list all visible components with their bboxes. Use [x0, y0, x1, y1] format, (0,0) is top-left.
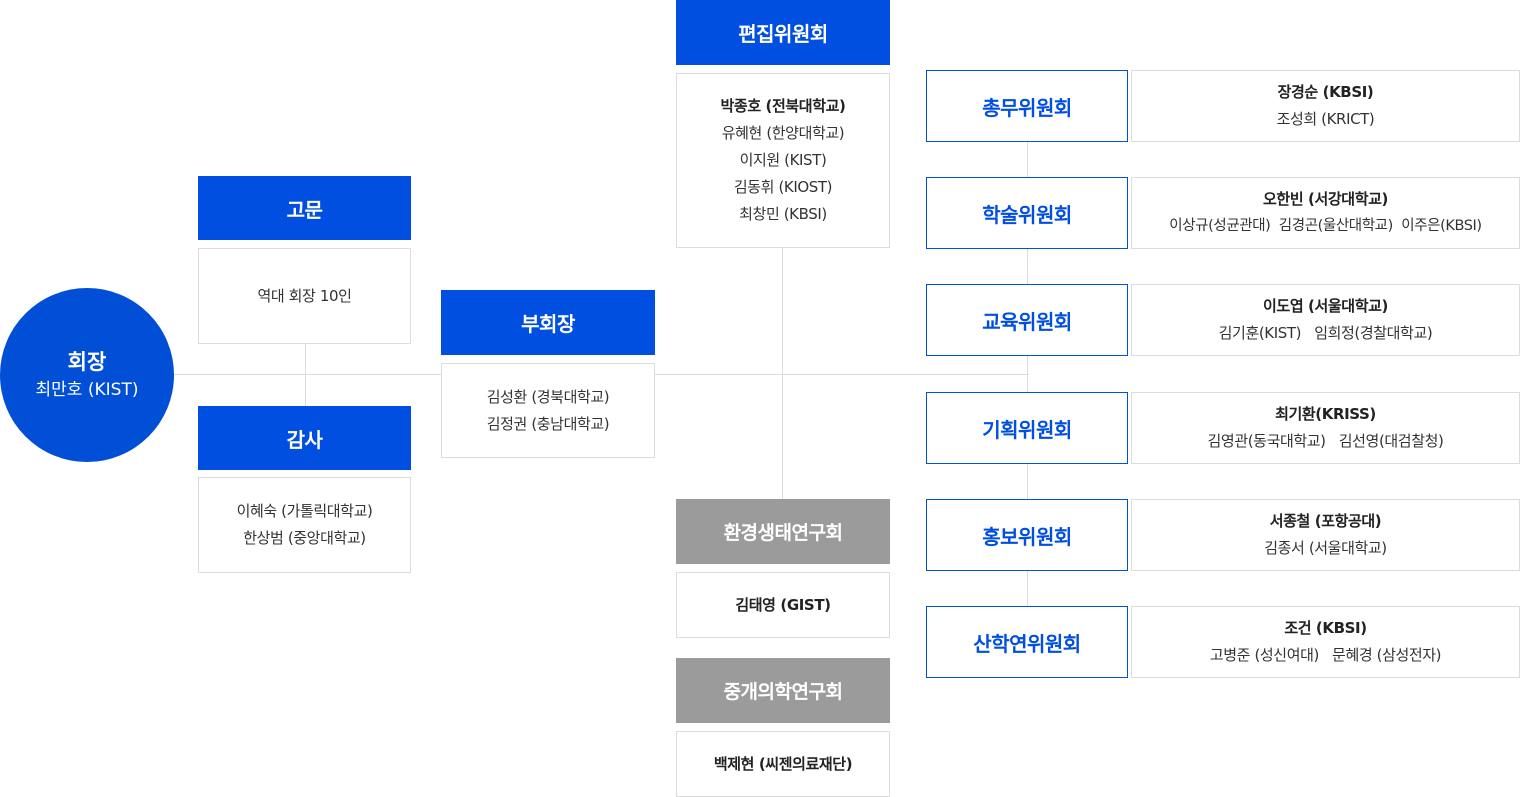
committee-title: 홍보위원회 — [982, 524, 1072, 549]
research-group-header-environment: 환경생태연구회 — [676, 499, 890, 564]
committee-lead: 최기환(KRISS) — [1275, 405, 1376, 423]
research-group-title: 중개의학연구회 — [723, 681, 843, 703]
editorial-member: 이지원 (KIST) — [739, 151, 827, 169]
committee-title: 학술위원회 — [982, 202, 1072, 227]
vice-president-member: 김정권 (충남대학교) — [486, 414, 610, 433]
committee-lead: 이도엽 (서울대학교) — [1263, 297, 1388, 315]
vice-president-title: 부회장 — [521, 312, 575, 336]
auditor-header: 감사 — [198, 406, 411, 470]
committee-title: 산학연위원회 — [973, 631, 1081, 656]
advisor-members: 역대 회장 10인 — [198, 248, 411, 344]
committee-member-line: 이상규(성균관대) 김경곤(울산대학교) 이주은(KBSI) — [1169, 218, 1482, 234]
president-title: 회장 — [67, 350, 107, 374]
committee-header-academic: 학술위원회 — [926, 177, 1128, 249]
committee-header-publicity: 홍보위원회 — [926, 499, 1128, 571]
advisor-title: 고문 — [286, 197, 323, 222]
committee-title: 교육위원회 — [982, 309, 1072, 334]
committee-header-education: 교육위원회 — [926, 284, 1128, 356]
committee-header-industry-academia: 산학연위원회 — [926, 606, 1128, 678]
committee-lead: 오한빈 (서강대학교) — [1263, 190, 1388, 208]
advisor-header: 고문 — [198, 176, 411, 240]
committee-lead: 조건 (KBSI) — [1284, 619, 1367, 637]
committee-lead: 서종철 (포항공대) — [1269, 512, 1382, 530]
editorial-header: 편집위원회 — [676, 0, 890, 65]
editorial-title: 편집위원회 — [738, 22, 828, 46]
committee-title: 총무위원회 — [982, 95, 1072, 120]
vice-president-members: 김성환 (경북대학교) 김정권 (충남대학교) — [441, 363, 655, 458]
editorial-lead: 박종호 (전북대학교) — [720, 97, 846, 115]
committee-members-planning: 최기환(KRISS) 김영관(동국대학교) 김선영(대검찰청) — [1131, 392, 1520, 464]
research-group-members-environment: 김태영 (GIST) — [676, 572, 890, 638]
connector-editorial-vertical — [782, 248, 783, 499]
editorial-member: 김동휘 (KIOST) — [733, 178, 833, 196]
committee-title: 기획위원회 — [982, 417, 1072, 442]
committee-header-general-affairs: 총무위원회 — [926, 70, 1128, 142]
president-node: 회장 최만호 (KIST) — [0, 288, 174, 462]
committee-header-planning: 기획위원회 — [926, 392, 1128, 464]
president-name: 최만호 (KIST) — [35, 380, 139, 400]
committee-members-general-affairs: 장경순 (KBSI) 조성희 (KRICT) — [1131, 70, 1520, 142]
connector-committee-vertical — [1027, 141, 1028, 608]
auditor-members: 이혜숙 (가톨릭대학교) 한상범 (중앙대학교) — [198, 477, 411, 573]
committee-member-line: 조성희 (KRICT) — [1276, 110, 1375, 128]
committee-members-industry-academia: 조건 (KBSI) 고병준 (성신여대) 문혜경 (삼성전자) — [1131, 606, 1520, 678]
editorial-member: 유혜현 (한양대학교) — [721, 124, 845, 142]
research-group-lead: 김태영 (GIST) — [735, 595, 831, 614]
committee-member-line: 고병준 (성신여대) 문혜경 (삼성전자) — [1209, 646, 1442, 664]
committee-members-academic: 오한빈 (서강대학교) 이상규(성균관대) 김경곤(울산대학교) 이주은(KBS… — [1131, 177, 1520, 249]
research-group-members-translational: 백제현 (씨젠의료재단) — [676, 731, 890, 797]
committee-member-line: 김영관(동국대학교) 김선영(대검찰청) — [1207, 432, 1444, 450]
committee-lead: 장경순 (KBSI) — [1277, 83, 1374, 101]
editorial-members: 박종호 (전북대학교) 유혜현 (한양대학교) 이지원 (KIST) 김동휘 (… — [676, 73, 890, 248]
research-group-lead: 백제현 (씨젠의료재단) — [713, 754, 853, 773]
vice-president-member: 김성환 (경북대학교) — [486, 387, 610, 406]
connector-advisor-auditor — [305, 343, 306, 407]
vice-president-header: 부회장 — [441, 290, 655, 355]
auditor-title: 감사 — [286, 427, 323, 452]
research-group-title: 환경생태연구회 — [723, 522, 843, 544]
committee-member-line: 김기훈(KIST) 임희정(경찰대학교) — [1218, 324, 1433, 342]
committee-members-education: 이도엽 (서울대학교) 김기훈(KIST) 임희정(경찰대학교) — [1131, 284, 1520, 356]
auditor-member: 한상범 (중앙대학교) — [243, 529, 366, 547]
committee-members-publicity: 서종철 (포항공대) 김종서 (서울대학교) — [1131, 499, 1520, 571]
auditor-member: 이혜숙 (가톨릭대학교) — [236, 502, 373, 520]
editorial-member: 최창민 (KBSI) — [739, 205, 827, 223]
committee-member-line: 김종서 (서울대학교) — [1264, 539, 1387, 557]
advisor-member: 역대 회장 10인 — [257, 286, 352, 305]
research-group-header-translational: 중개의학연구회 — [676, 658, 890, 723]
